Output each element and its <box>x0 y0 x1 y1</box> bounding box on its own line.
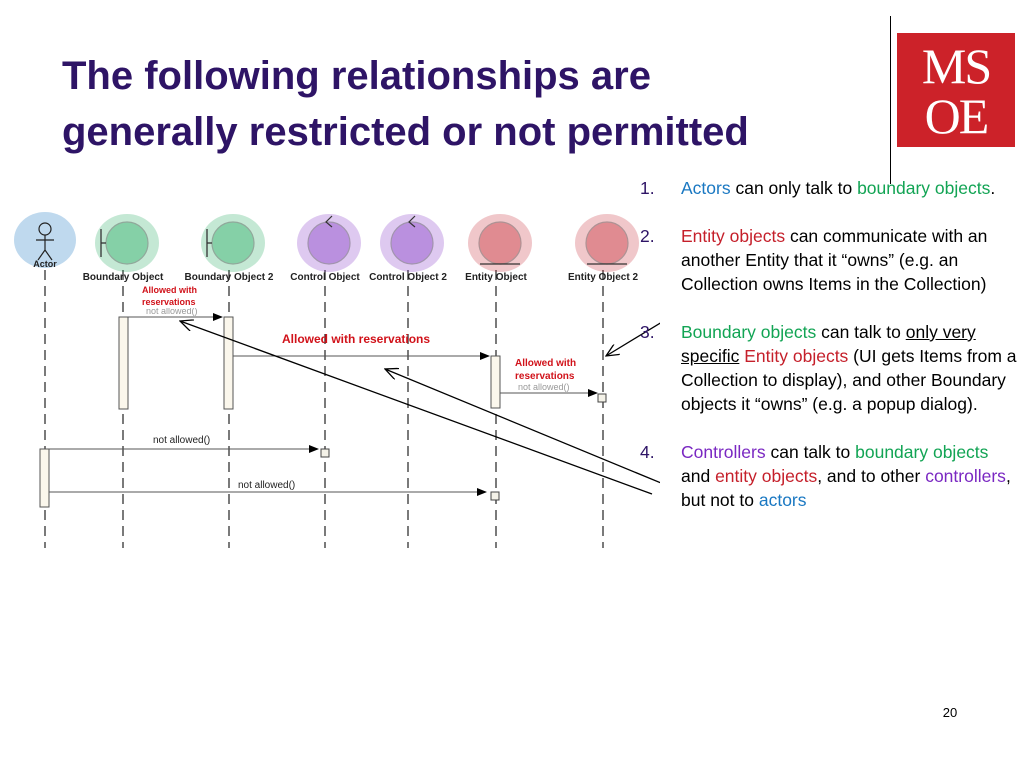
rule-text-segment: can only talk to <box>730 178 858 198</box>
rule-item: 3. Boundary objects can talk to only very… <box>640 320 1020 416</box>
rule-text-segment: . <box>990 178 996 198</box>
rule-item: 4. Controllers can talk to boundary objec… <box>640 440 1020 512</box>
lifeline-label: Actor <box>33 259 57 269</box>
boundary-halo <box>95 214 159 272</box>
activation-bar <box>118 316 129 410</box>
lifeline-label: Boundary Object 2 <box>185 272 274 283</box>
entity-icon <box>585 221 629 265</box>
message-endpoint <box>597 393 607 403</box>
boundary-icon <box>211 221 255 265</box>
boundary-halo <box>201 214 265 272</box>
rule-text-segment: Controllers <box>681 442 766 462</box>
rule-text-segment: and <box>681 466 716 486</box>
rule-number: 1. <box>640 178 655 198</box>
rules-list: 1. Actors can only talk to boundary objec… <box>640 176 1020 536</box>
annotation-allowed-small: Allowed with reservations <box>142 284 214 308</box>
entity-icon <box>478 221 522 265</box>
control-icon <box>408 215 416 228</box>
control-icon <box>325 215 333 228</box>
title-line-2: generally restricted or not permitted <box>62 110 749 154</box>
page-number: 20 <box>942 705 958 720</box>
rule-text-segment: only very specific <box>681 322 976 366</box>
annotation-allowed-main: Allowed with reservations <box>282 332 431 346</box>
rule-number: 4. <box>640 442 655 462</box>
rule-text-segment: Entity objects <box>744 346 849 366</box>
control-icon <box>307 221 351 265</box>
lifeline-label: Control Object 2 <box>369 272 447 283</box>
rule-number: 3. <box>640 322 655 342</box>
rule-text-segment: , but not to <box>681 466 1011 510</box>
callout-pointer <box>606 322 660 356</box>
logo-line-2: OE <box>924 88 990 144</box>
rule-text-segment: (UI gets Items from a Collection to disp… <box>681 346 1017 414</box>
message-label: not allowed() <box>153 435 210 446</box>
message-label-obscured: not allowed() <box>518 382 570 392</box>
entity-halo <box>575 214 639 272</box>
callout-pointer <box>385 369 660 484</box>
activation-bar <box>223 316 234 410</box>
rule-text-segment: controllers <box>925 466 1006 486</box>
header-divider <box>890 16 891 184</box>
message-label-obscured: not allowed() <box>146 306 198 316</box>
rule-text-segment: actors <box>758 490 807 510</box>
rule-text-segment: Actors <box>681 178 731 198</box>
rule-text-segment: boundary objects <box>855 442 989 462</box>
lifeline-label: Entity Object <box>465 272 527 283</box>
message-endpoint <box>320 448 330 458</box>
callout-pointer <box>180 321 653 495</box>
actor-icon <box>36 235 54 261</box>
title-line-1: The following relationships are <box>62 54 651 98</box>
slide-title: The following relationships are generall… <box>62 48 862 160</box>
lifelines <box>44 270 604 548</box>
rule-text-segment: entity objects <box>715 466 818 486</box>
message-label: not allowed() <box>238 480 295 491</box>
rule-text-segment: can communicate with an another Entity t… <box>681 226 988 294</box>
rule-text-segment: , and to other <box>817 466 926 486</box>
rule-item: 1. Actors can only talk to boundary objec… <box>640 176 1020 200</box>
msoe-logo: MS OE <box>897 33 1015 147</box>
boundary-icon <box>105 221 149 265</box>
message-endpoint <box>490 491 500 501</box>
rule-item: 2. Entity objects can communicate with an… <box>640 224 1020 296</box>
annotation-allowed-entity: Allowed with reservations <box>515 357 595 383</box>
rule-text-segment: Entity objects <box>681 226 786 246</box>
rule-text-segment: boundary objects <box>857 178 991 198</box>
lifeline-label: Entity Object 2 <box>568 272 638 283</box>
rule-number: 2. <box>640 226 655 246</box>
entity-halo <box>468 214 532 272</box>
logo-line-1: MS <box>921 38 992 94</box>
control-icon <box>390 221 434 265</box>
rule-text-segment: can talk to <box>816 322 906 342</box>
rule-text-segment: can talk to <box>765 442 856 462</box>
control-halo <box>380 214 444 272</box>
activation-bar <box>39 448 50 508</box>
lifeline-label: Boundary Object <box>83 272 164 283</box>
rule-text-segment: Boundary objects <box>681 322 817 342</box>
control-halo <box>297 214 361 272</box>
activation-bar <box>490 355 501 409</box>
lifeline-label: Control Object <box>290 272 360 283</box>
